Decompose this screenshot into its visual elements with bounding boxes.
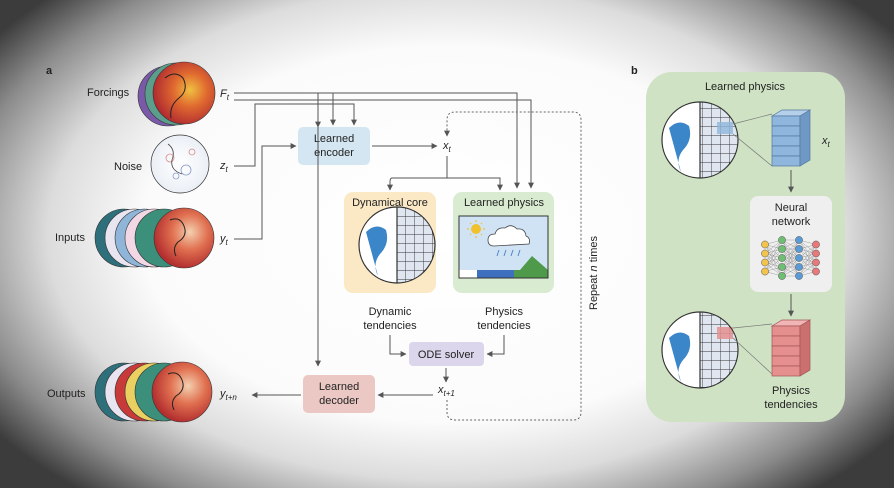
panel-a-label: a	[46, 65, 53, 77]
dynamic-tendencies-line1: Dynamic	[369, 306, 412, 318]
inputs-globe-stack	[94, 207, 215, 269]
nn-node	[812, 249, 820, 258]
nn-edge	[764, 248, 783, 272]
neural-network-line1: Neural	[775, 202, 807, 214]
repeat-label: Repeat n times	[588, 236, 600, 310]
forcings-globe-stack	[137, 61, 216, 127]
ode-solver-label: ODE solver	[418, 349, 475, 361]
nn-node	[812, 258, 820, 267]
nn-node	[778, 254, 786, 262]
decoder-line2: decoder	[319, 395, 359, 407]
nn-node	[761, 267, 769, 276]
nn-edge	[781, 257, 800, 277]
nn-edge	[781, 239, 800, 277]
neural-network-icon	[761, 236, 820, 280]
panel-b-label: b	[631, 65, 638, 77]
encoder-line1: Learned	[314, 133, 354, 145]
inputs-label: Inputs	[55, 232, 85, 244]
nn-node	[795, 272, 803, 280]
nn-node	[795, 236, 803, 244]
state-xt: xt	[442, 140, 452, 154]
outputs-label: Outputs	[47, 388, 86, 400]
nn-edge	[764, 239, 783, 272]
dynamical-core-globe	[358, 206, 436, 284]
noise-var: zt	[219, 160, 229, 174]
nn-edge	[781, 239, 800, 259]
nn-node	[778, 236, 786, 244]
panel-b-input-globe	[661, 101, 739, 179]
decoder-line1: Learned	[319, 381, 359, 393]
nn-edge	[798, 253, 817, 277]
nn-node	[812, 240, 820, 249]
nn-node	[778, 263, 786, 271]
state-xt1: xt+1	[437, 384, 455, 398]
nn-node	[778, 245, 786, 253]
ode-solver-box	[409, 342, 484, 366]
forcings-label: Forcings	[87, 87, 130, 99]
neural-network-line2: network	[772, 216, 811, 228]
physics-tendencies-line1: Physics	[485, 306, 523, 318]
inputs-var: yt	[219, 233, 229, 247]
learned-encoder-box	[298, 127, 370, 165]
noise-label: Noise	[114, 161, 142, 173]
nn-edge	[781, 248, 800, 277]
dynamical-core-title: Dynamical core	[352, 197, 428, 209]
nn-node	[761, 240, 769, 249]
input-state-stack	[770, 109, 812, 167]
nn-node	[812, 267, 820, 276]
physics-tendencies-line2: tendencies	[477, 320, 531, 332]
noise-globe	[150, 134, 210, 194]
nn-edge	[781, 239, 800, 268]
nn-edge	[798, 244, 817, 268]
nn-node	[761, 258, 769, 267]
panel-b-title: Learned physics	[705, 81, 786, 93]
nn-node	[795, 245, 803, 253]
nn-node	[778, 272, 786, 280]
learned-physics-title: Learned physics	[464, 197, 545, 209]
panel-b-output-line1: Physics	[772, 385, 810, 397]
panel-b-output-globe	[661, 311, 739, 389]
forcings-var: Ft	[220, 88, 230, 102]
learned-decoder-box	[303, 375, 375, 413]
outputs-globe-stack	[94, 361, 213, 423]
panel-b-xt: xt	[821, 135, 831, 149]
outputs-var: yt+n	[219, 388, 237, 402]
nn-edge	[764, 239, 783, 263]
nn-edge	[798, 244, 817, 277]
encoder-line2: encoder	[314, 147, 354, 159]
repeat-loop-dotted	[444, 111, 582, 421]
nn-node	[761, 249, 769, 258]
nn-node	[795, 263, 803, 271]
physics-tendencies-stack	[770, 319, 812, 377]
weather-scene-icon	[458, 215, 549, 279]
panel-b-output-line2: tendencies	[764, 399, 818, 411]
connector-lines	[234, 92, 534, 398]
dynamic-tendencies-line2: tendencies	[363, 320, 417, 332]
nn-node	[795, 254, 803, 262]
